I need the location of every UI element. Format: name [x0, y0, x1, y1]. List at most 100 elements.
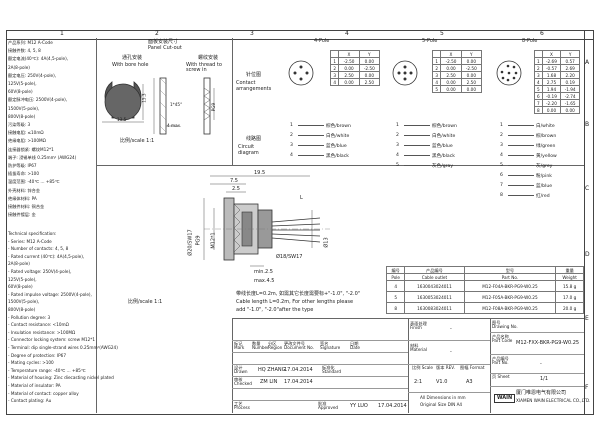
parts-cell: 8 [385, 302, 406, 314]
spec-line: 外壳材料: 锌合金 [8, 187, 41, 193]
dim-min2-5: min.2.5 [254, 269, 273, 275]
parts-cell: M12-F08A-BKR-PG9-W0.25 [463, 302, 557, 314]
circuit-wire [508, 175, 534, 176]
circuit-wire-label: 红/red [536, 194, 550, 199]
format-label: 图幅 Format [460, 365, 485, 370]
dim-m12: M12*1 [210, 232, 217, 249]
spec-line: - Rated current (40℃): 4A(4,5-pole), [8, 253, 85, 259]
pin-table-cell: -2.50 [358, 64, 381, 72]
pin-table-cell: 5 [431, 85, 442, 93]
circuit-pin-number: 2 [500, 133, 503, 138]
pin-table-cell: 2.20 [560, 71, 580, 79]
row-label: D [585, 251, 590, 258]
parts-cell: 15.8 g [555, 280, 584, 292]
spec-line: 额定电流(40℃): 4A(4,5-pole), [8, 56, 69, 62]
pin-table-header: Y [560, 50, 580, 58]
pin-table-cell: 8 [534, 106, 543, 114]
parts-cell: 4 [385, 280, 406, 292]
part-no-value: - [540, 361, 542, 367]
pin-table-cell: 0.00 [460, 85, 483, 93]
title-divider [490, 386, 584, 387]
spec-line: - Connector locking system: screw M12*1 [8, 337, 96, 343]
spec-line: - Contact plating: Au [8, 398, 52, 404]
pin-table-header: Y [358, 50, 381, 58]
cutout-scale: 比例/scale 1:1 [120, 138, 155, 144]
pin-face-5pole [392, 60, 418, 86]
pin-table-cell: 0.19 [560, 78, 580, 86]
rev-row [232, 388, 408, 389]
circuit-pin-number: 1 [290, 123, 293, 128]
pin-table-cell: 2.75 [541, 78, 562, 86]
circuit-wire [298, 155, 324, 156]
cable-note-en2: add "-1.0", "-2.0"after the type [236, 307, 314, 313]
spec-line: - Pollution degree: 3 [8, 314, 51, 320]
spec-line: 接触电阻: ≤10mΩ [8, 130, 44, 136]
circuit-wire [508, 155, 534, 156]
pin-table-cell: 4 [431, 78, 442, 86]
right-border [584, 30, 594, 415]
dim-18-sw17: Ø18/SW17 [276, 254, 303, 260]
pin-table-header: X [541, 50, 562, 58]
spec-line: - Rated voltage: 250V(4-pole), [8, 269, 72, 274]
circuit-pin-number: 5 [396, 163, 399, 168]
circuit-wire-label: 棕/brown [536, 134, 557, 139]
panel-cutout-title-en: Panel Cut-out [148, 45, 182, 51]
spec-line: - Material of housing: Zinc diecasting n… [8, 375, 114, 381]
pin-table-cell: -2.50 [440, 57, 462, 65]
parts-header-cn: 重量 [555, 266, 584, 274]
panel-cutout-drawing [102, 77, 215, 135]
pin-table-cell: -2.74 [560, 92, 580, 100]
circuit-wire-label: 灰色/gray [432, 164, 454, 169]
circuit-wire [404, 135, 430, 136]
pin-table-row: 7-2.20-1.65 [534, 99, 580, 107]
circuit-wire [298, 145, 324, 146]
spec-line: 额定电压: 250V(4-pole), [8, 72, 57, 78]
spec-line: 连接器锁紧: 螺纹M12*1 [8, 146, 54, 152]
row-label: E [585, 315, 589, 322]
thread-label-cn: 螺纹安装 [198, 55, 219, 61]
row-label: F [585, 384, 589, 391]
spec-line: 接触件数: 4, 5, 8 [8, 48, 41, 54]
circuit-wire [298, 135, 324, 136]
parts-cell: M12-F04A-BKR-PG9-W0.25 [463, 280, 557, 292]
parts-cell: 20.0 g [555, 302, 584, 314]
pin-table-cell: 2.69 [560, 64, 580, 72]
circuit-wire-label: 蓝色/blue [326, 144, 347, 149]
pole-header: 4-Pole [314, 38, 330, 44]
spec-line: 接触件材料: 铜合金 [8, 204, 45, 209]
pin-table-cell: 0.00 [440, 78, 462, 86]
rev-row [232, 376, 408, 377]
pin-table-cell: -0.19 [541, 92, 562, 100]
parts-cell: 5 [385, 291, 406, 303]
part-code-value: M12-FXX-BKR-PG9-W0.25 [516, 340, 580, 346]
pin-table-cell: 4 [329, 78, 340, 86]
spec-line: 2A(8-pole) [8, 64, 30, 70]
cable-note-cn: 带线长度L=0.2m, 如需其它长度需要标+"-1.0", "-2.0" [236, 291, 361, 297]
pin-table-cell: 1.94 [541, 85, 562, 93]
spec-line: 60V(8-pole) [8, 284, 33, 290]
circuit-diagram-cn: 线路图 [246, 136, 262, 142]
circuit-pin-number: 3 [290, 143, 293, 148]
circuit-pin-number: 4 [500, 153, 503, 158]
scale-value: 2:1 [414, 379, 423, 385]
spec-line: 防护等级: IP67 [8, 163, 37, 168]
dim-4max: 4 max. [167, 123, 182, 128]
pin-table-row: 6-0.19-2.74 [534, 92, 580, 100]
cable-note-en1: Cable length L=0.2m, For other lengths p… [236, 299, 354, 305]
drawn-date: 17.04.2014 [284, 367, 313, 373]
dim-13-5: 13.5 [117, 117, 127, 122]
